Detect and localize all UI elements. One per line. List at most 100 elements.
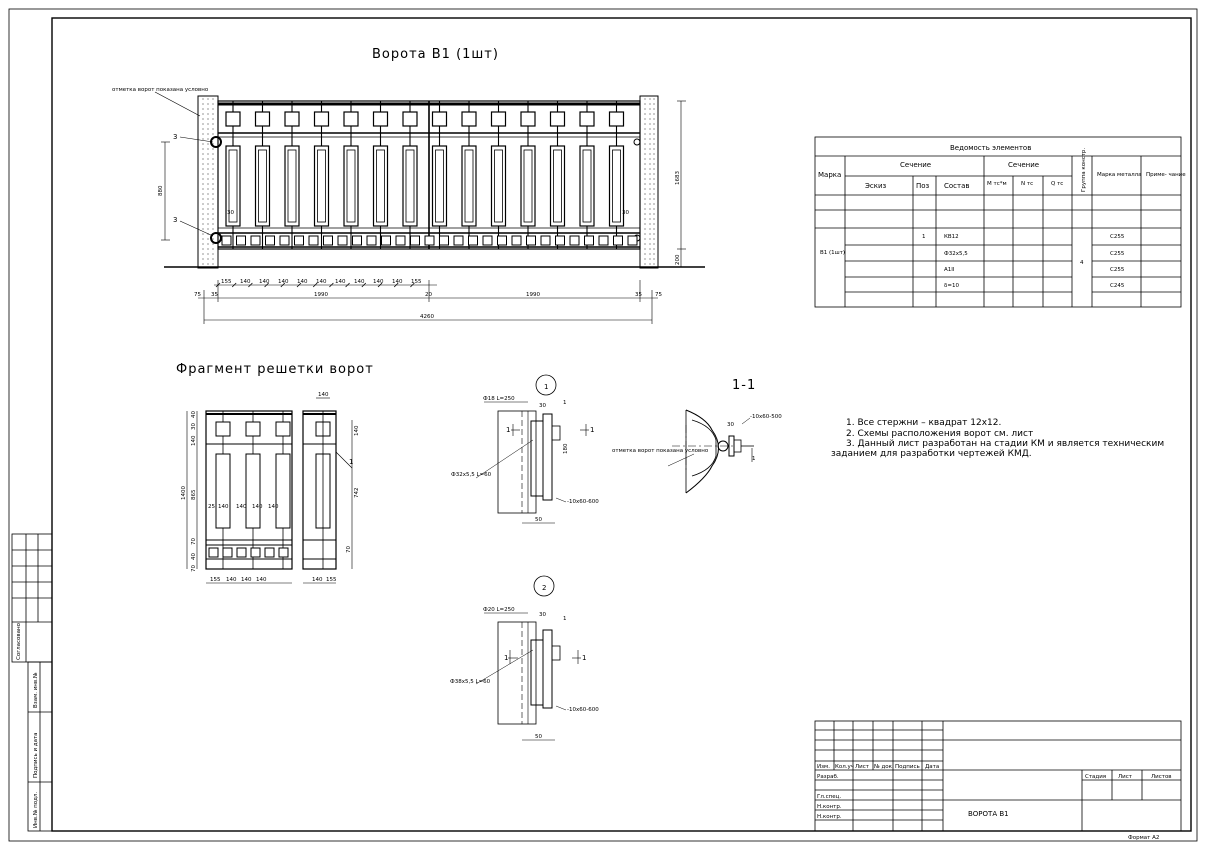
gate-panel-outer-3: [313, 145, 330, 227]
gate-dim-tick-6: [312, 282, 318, 288]
gate-spacing-label-0: 155: [221, 279, 232, 285]
gate-square-10: [520, 111, 536, 127]
gate-foot: 200: [675, 254, 681, 265]
gate-dim-tick-10: [377, 282, 383, 288]
gate-panel-inner-0: [228, 149, 238, 223]
gate-half-right: 1990: [526, 292, 540, 298]
fragment-inner-140c: 140: [252, 504, 263, 510]
gate-panel-inner-1: [258, 149, 267, 223]
spec-head-section1: Сечение: [900, 161, 931, 169]
node-1-pipe: Ф32х5,5 L=60: [451, 472, 492, 478]
fragment-dim-1400: 1400: [181, 486, 187, 500]
gate-panel-inner-10: [523, 149, 533, 223]
gate-bottom-square-25: [584, 235, 594, 246]
tb-role-1: Разраб.: [817, 774, 839, 780]
gate-square-3: [313, 111, 330, 127]
fragment-right-70: 70: [346, 546, 352, 553]
spec-row-steel-4: С245: [1110, 283, 1125, 289]
gate-bottom-square-10: [366, 235, 377, 246]
fragment-dim-70b: 70: [191, 565, 197, 572]
node-2-text: 2 Ф20 L=250 Ф38х5,5 L=60 -10х60-600 50 3…: [450, 584, 599, 740]
gate-bottom-square-5: [294, 235, 304, 246]
spec-row-comp-1: КВ12: [944, 234, 959, 240]
spec-head-note: Приме- чание: [1146, 172, 1186, 178]
gate-square-8: [461, 111, 477, 127]
fragment-dim-70: 70: [191, 538, 197, 545]
node-2-plate: -10х60-600: [567, 707, 599, 713]
gate-panel-outer-9: [490, 145, 507, 227]
node-1-height: 180: [563, 443, 569, 454]
stamp-sign-date: Подпись и дата: [33, 732, 39, 778]
fragment-square-2: [275, 421, 291, 437]
gate-spacing-label-5: 140: [316, 279, 327, 285]
gate-panel-outer-13: [608, 145, 625, 227]
gate-bottom-square-9: [352, 235, 362, 246]
tb-col-sign: Подпись: [895, 764, 920, 770]
gate-square-1: [254, 111, 271, 127]
gate-spacing-label-10: 155: [411, 279, 422, 285]
fragment-dim-30: 30: [191, 423, 197, 430]
spec-head-section2: Сечение: [1008, 161, 1039, 169]
gate-end-left: 75: [194, 292, 201, 298]
gate-panel-inner-4: [346, 149, 356, 223]
gate-square-11: [549, 111, 566, 127]
gate-panel-inner-7: [435, 149, 444, 223]
gate-bottom-square-14: [424, 235, 435, 246]
gate-spacing-label-8: 140: [373, 279, 384, 285]
spec-row-steel-3: С255: [1110, 267, 1125, 273]
spec-row-group: 4: [1080, 260, 1084, 266]
gate-square-2: [284, 111, 300, 127]
fragment-inner-140a: 140: [218, 504, 229, 510]
node-1: [475, 374, 589, 524]
fragment-panel-2: [275, 453, 291, 529]
tb-drawing-name: ВОРОТА В1: [968, 810, 1009, 818]
gate-end-right: 75: [655, 292, 662, 298]
tb-stage: Стадия: [1085, 774, 1106, 780]
gate-dim-tick-12: [410, 282, 415, 288]
node-1-mark-c: 1: [590, 426, 594, 434]
gate-bottom-square-7: [323, 235, 333, 246]
gate-bottom-square-22: [540, 235, 551, 246]
fragment-dim-40: 40: [191, 411, 197, 418]
gate-panel-outer-10: [520, 145, 536, 227]
gate-dim-tick-9: [361, 282, 367, 288]
stamp-inventory: Инв.№ подл.: [33, 792, 39, 828]
gate-bottom-square-4: [279, 235, 290, 246]
node-1-top: 30: [539, 403, 546, 409]
fragment-bottom-square-0: [208, 547, 219, 558]
gate-bottom-square-13: [410, 235, 420, 246]
fragment-bottom-square-1: [222, 547, 233, 558]
gate-bars: [221, 101, 638, 249]
gate-square-4: [343, 111, 359, 127]
section-callout: отметка ворот показана условно: [612, 448, 709, 454]
tb-col-doc: № док.: [874, 764, 894, 770]
fragment-bottom-3: 140: [241, 577, 252, 583]
gate-bottom-square-11: [381, 235, 391, 246]
gate-bottom-square-27: [613, 235, 623, 246]
node-1-plate: -10х60-600: [567, 499, 599, 505]
node-1-number: 1: [544, 383, 548, 391]
fragment-inner-140d: 140: [268, 504, 279, 510]
fragment: Фрагмент решетки ворот 1 1400 865 40 30 …: [176, 362, 373, 584]
gate-bottom-square-2: [250, 235, 261, 246]
pillar-hatching: [202, 98, 655, 266]
tb-col-izm: Изм.: [817, 764, 830, 770]
fragment-bottom-square-4: [264, 547, 275, 558]
tb-role-2: Гл.спец.: [817, 794, 841, 800]
gate-panel-outer-7: [431, 145, 448, 227]
node-2: [475, 575, 581, 741]
gate-panel-inner-6: [405, 149, 415, 223]
gate-dim-tick-4: [280, 282, 286, 288]
node-1-mark-a: 1: [563, 400, 567, 406]
node-2-width: 50: [535, 734, 542, 740]
gate-panel-inner-8: [464, 149, 474, 223]
fragment-bottom-square-5: [278, 547, 289, 558]
tb-col-list: Лист: [855, 764, 870, 770]
gate-bottom-square-0: [221, 235, 232, 246]
pillar-callout: отметка ворот показана условно: [112, 87, 209, 93]
fragment-square-1: [245, 421, 261, 437]
gate-bottom-square-21: [526, 235, 536, 246]
inner-frame: [51, 17, 1192, 832]
